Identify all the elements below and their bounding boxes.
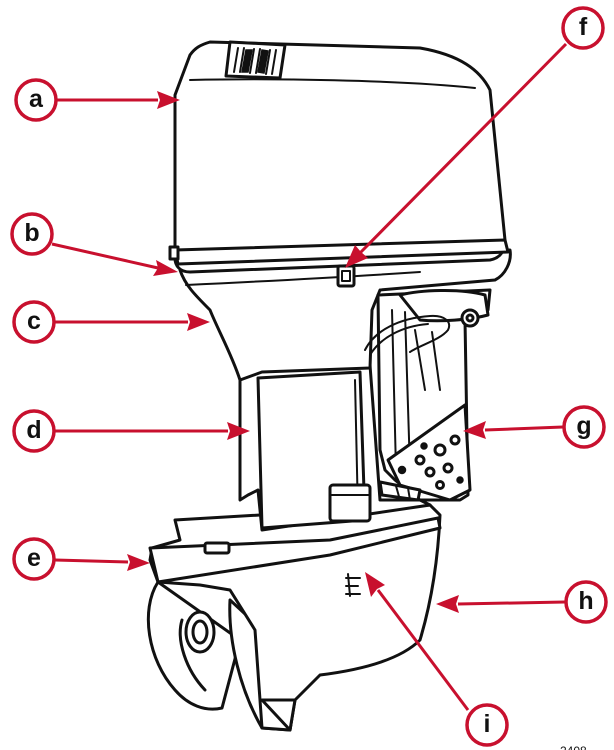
- callouts: a b c d e f g h: [10, 6, 608, 747]
- arrowhead-f: [345, 245, 368, 268]
- callout-d-label: d: [26, 416, 41, 444]
- callout-i-label: i: [484, 710, 491, 738]
- callout-a-label: a: [29, 85, 44, 113]
- callout-f: f: [561, 6, 605, 50]
- arrowhead-h: [436, 595, 459, 613]
- leader-line-h: [457, 600, 566, 606]
- leader-line-b: [51, 242, 159, 270]
- callout-e-label: e: [27, 544, 41, 572]
- leader-line-i: [376, 589, 470, 711]
- callout-d: d: [12, 409, 56, 453]
- callout-e: e: [12, 537, 56, 581]
- leader-line-e: [54, 558, 129, 564]
- leader-line-f: [358, 42, 568, 255]
- midsection: [238, 363, 432, 532]
- callout-g-label: g: [576, 412, 591, 440]
- callout-b-label: b: [24, 219, 39, 247]
- callout-b: b: [10, 212, 54, 256]
- callout-f-label: f: [579, 13, 588, 41]
- callout-g: g: [562, 405, 606, 449]
- arrowhead-e: [127, 554, 150, 571]
- callout-a: a: [14, 78, 58, 122]
- callout-c-label: c: [27, 307, 41, 335]
- figure-number: 2408: [560, 744, 587, 750]
- leader-line-g: [484, 425, 564, 432]
- arrowhead-g: [463, 421, 486, 439]
- arrowhead-i: [365, 572, 385, 597]
- lower-cowl: [178, 248, 512, 382]
- clamp-bracket: [364, 288, 492, 502]
- outboard-motor-drawing: [146, 40, 512, 732]
- arrowhead-c: [187, 313, 210, 331]
- callout-h-label: h: [578, 587, 593, 615]
- leader-lines: [51, 42, 568, 711]
- callout-c: c: [12, 300, 56, 344]
- callout-i: i: [465, 703, 509, 747]
- arrowhead-b: [153, 260, 178, 276]
- gearcase: [148, 503, 442, 732]
- top-cowl: [168, 40, 510, 288]
- callout-h: h: [564, 580, 608, 624]
- arrowhead-a: [157, 91, 180, 109]
- arrowhead-d: [227, 422, 250, 440]
